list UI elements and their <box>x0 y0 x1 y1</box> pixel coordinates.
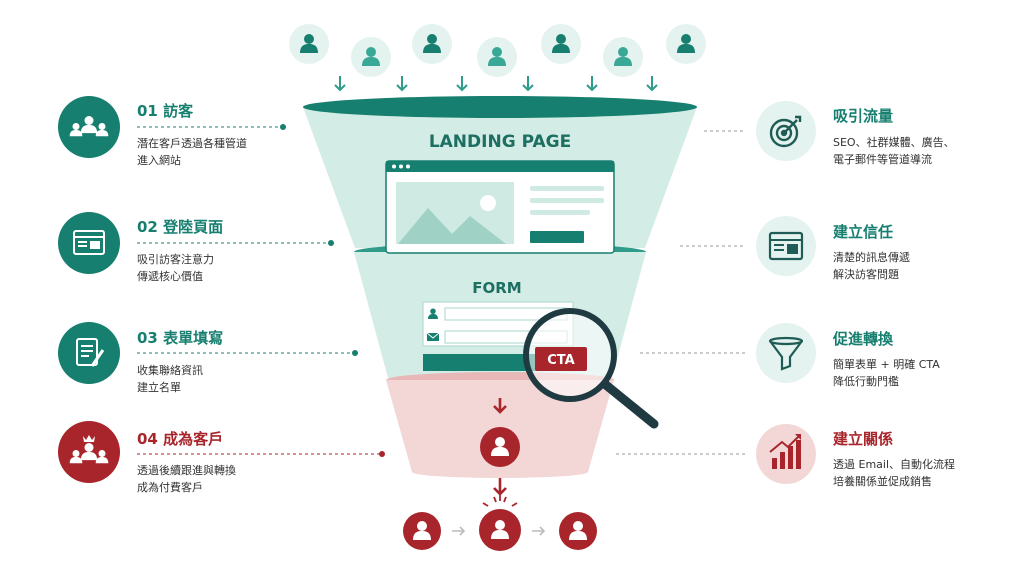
step-title: 03 表單填寫 <box>137 329 223 347</box>
step-desc: 收集聯絡資訊 <box>137 363 203 377</box>
benefit-trust: 建立信任 清楚的訊息傳遞 解決訪客問題 <box>680 216 910 281</box>
growth-chart-icon <box>769 434 801 469</box>
benefit-desc: 透過 Email、自動化流程 <box>833 457 955 471</box>
visitor-avatar <box>666 24 706 64</box>
visitor-avatar <box>603 37 643 77</box>
step-desc: 傳遞核心價值 <box>137 269 203 283</box>
right-steps: 吸引流量 SEO、社群媒體、廣告、 電子郵件等管道導流 建立信任 清楚的訊息傳遞… <box>616 101 955 488</box>
step-form: 03 表單填寫 收集聯絡資訊 建立名單 <box>58 322 358 394</box>
visitor-avatar <box>541 24 581 64</box>
target-icon <box>769 115 802 148</box>
landing-page-mockup <box>385 160 615 254</box>
benefit-title: 建立信任 <box>833 223 893 241</box>
step-desc: 透過後續跟進與轉換 <box>137 463 236 477</box>
step-landing-page: 02 登陸頁面 吸引訪客注意力 傳遞核心價值 <box>58 212 334 283</box>
email-field-icon <box>427 333 439 341</box>
customer-avatar <box>480 427 520 467</box>
form-title: FORM <box>472 279 521 297</box>
customers-icon <box>69 435 109 464</box>
step-desc: 進入網站 <box>137 153 181 167</box>
cta-button <box>535 347 587 371</box>
landing-page-title: LANDING PAGE <box>429 132 571 152</box>
funnel-tier-customer <box>386 380 614 472</box>
step-visitors: 01 訪客 潛在客戶透過各種管道 進入網站 <box>58 96 286 167</box>
customer-row <box>403 495 597 551</box>
customer-avatar <box>403 512 441 550</box>
cta-label: CTA <box>547 353 574 368</box>
benefit-title: 促進轉換 <box>832 330 894 348</box>
benefit-title: 建立關係 <box>833 430 893 448</box>
visitor-avatar <box>351 37 391 77</box>
benefit-desc: 簡單表單 + 明確 CTA <box>833 357 940 371</box>
landing-page-icon <box>73 230 105 255</box>
step-customers: 04 成為客戶 透過後續跟進與轉換 成為付費客戶 <box>58 421 385 494</box>
visitor-avatar <box>289 24 329 64</box>
step-title: 01 訪客 <box>137 102 194 120</box>
step-desc: 成為付費客戶 <box>137 480 203 494</box>
benefit-traffic: 吸引流量 SEO、社群媒體、廣告、 電子郵件等管道導流 <box>704 101 955 166</box>
step-desc: 潛在客戶透過各種管道 <box>137 136 247 150</box>
benefit-desc: SEO、社群媒體、廣告、 <box>833 135 955 149</box>
step-desc: 建立名單 <box>137 380 181 394</box>
featured-customer-avatar <box>479 495 521 551</box>
benefit-desc: 清楚的訊息傳遞 <box>833 250 910 264</box>
mockup-cta-button <box>530 231 584 243</box>
step-title: 02 登陸頁面 <box>137 218 223 236</box>
step-icon-circle <box>58 212 120 274</box>
benefit-desc: 培養關係並促成銷售 <box>833 474 932 488</box>
browser-icon <box>768 231 804 261</box>
visitor-avatars <box>289 24 706 77</box>
form-icon <box>76 338 105 367</box>
step-title: 04 成為客戶 <box>137 430 223 448</box>
visitor-avatar <box>477 37 517 77</box>
benefit-desc: 電子郵件等管道導流 <box>833 152 932 166</box>
step-icon-circle <box>58 322 120 384</box>
step-desc: 吸引訪客注意力 <box>137 252 214 266</box>
left-steps: 01 訪客 潛在客戶透過各種管道 進入網站 02 登陸頁面 吸引訪客注意力 傳遞… <box>58 96 385 494</box>
benefit-desc: 降低行動門檻 <box>833 374 899 388</box>
funnel-rim <box>303 96 697 118</box>
down-arrow <box>493 398 507 414</box>
benefit-conversion: 促進轉換 簡單表單 + 明確 CTA 降低行動門檻 <box>640 323 940 388</box>
inflow-arrows <box>334 76 658 92</box>
filter-icon <box>768 336 804 371</box>
benefit-title: 吸引流量 <box>833 107 893 125</box>
benefit-relationship: 建立關係 透過 Email、自動化流程 培養關係並促成銷售 <box>616 424 955 488</box>
benefit-desc: 解決訪客問題 <box>833 267 899 281</box>
visitor-avatar <box>412 24 452 64</box>
customer-avatar <box>559 512 597 550</box>
down-arrow <box>493 478 507 496</box>
